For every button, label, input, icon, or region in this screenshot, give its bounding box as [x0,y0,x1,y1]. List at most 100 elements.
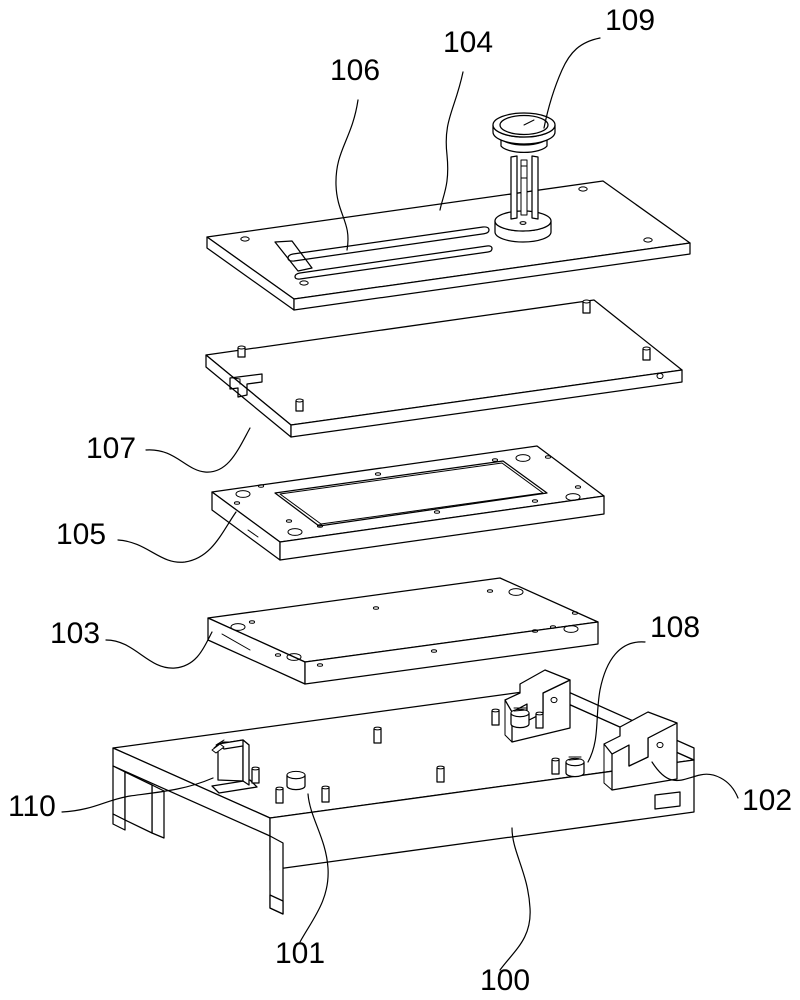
gauge-column-left [510,155,518,220]
base-front-left-foot [269,894,284,915]
top-plate-slot-inner-groove [294,245,493,280]
leader-109 [543,37,601,129]
clamp-head-detail [213,739,232,749]
top-plate-right-edge [293,242,691,311]
top-plate-slot-outline [287,226,490,262]
reference-numerals: 106 104 109 107 105 103 108 110 102 101 … [8,4,792,997]
leader-106 [335,99,359,251]
bracket-rear-hole [550,696,558,704]
dial-gauge [492,112,556,243]
frame-plate-cbore-ne [515,454,531,462]
base-pin-1-top [251,766,260,771]
third-plate-screw-4 [372,606,380,610]
gauge-dial-needle [523,119,535,126]
ref-numeral-100: 100 [480,964,530,997]
clamp-fixture [211,739,258,794]
leader-lines [61,37,739,971]
frame-plate-aperture-inner [279,462,544,525]
frame-plate-screw-8 [544,455,552,459]
frame-plate-cbore-se [565,493,581,501]
clamp-body-side [242,739,250,786]
ref-numeral-102: 102 [742,784,792,817]
third-plate-cbore-sw [286,653,302,661]
base-pin-6-top [491,708,500,713]
ref-numeral-108: 108 [650,611,700,644]
second-plate-peg-1-top [237,345,246,350]
third-plate-screw-2 [274,653,282,657]
second-plate-assembly [205,299,683,438]
leader-101 [299,793,329,943]
base-left-foot [112,813,126,831]
second-plate-right-edge [290,369,683,438]
locating-pin-right-detail [568,756,582,761]
top-plate-hole-sw [299,280,309,286]
frame-plate-assembly [211,445,605,561]
gauge-base-centre-hole [519,221,527,225]
base-pin-7-top [535,711,544,716]
leader-103 [105,631,213,669]
base-left-leg-outer [112,765,126,821]
third-plate-screw-7 [531,629,539,633]
clamp-lever [211,743,225,754]
ref-numeral-103: 103 [50,617,100,650]
base-bosses [286,707,585,791]
second-plate-peg-4-top [642,346,651,351]
bracket-right-hole [656,741,664,749]
leader-104 [439,71,464,211]
top-plate-slot-left-rail [274,240,313,272]
frame-plate-screw-1 [257,484,265,488]
second-plate-edge-notch [229,373,263,398]
frame-plate-screw-9 [531,499,539,503]
leader-110 [61,777,214,813]
third-plate-screw-1 [248,620,256,624]
base-locating-pins [251,708,560,804]
base-pin-5-top [436,765,445,770]
frame-plate-screw-4 [316,524,324,528]
gauge-measuring-stem [520,159,528,216]
ref-numeral-109: 109 [605,4,655,37]
boss-pin-top [286,770,306,780]
third-plate-edge-mark [221,633,251,651]
base-pin-8-top [551,757,560,762]
top-plate-assembly [206,112,691,311]
third-plate-screw-6 [486,589,494,593]
ref-numeral-105: 105 [56,518,106,551]
third-plate-screw-3 [316,663,324,667]
base-right-foot [654,791,681,810]
frame-plate-cbore-sw [287,528,303,536]
third-plate-cbore-ne [508,588,524,596]
boss-rear-left-detail [513,707,527,712]
top-plate-hole-ne [578,186,588,192]
second-plate-peg-2-top [295,398,304,403]
second-plate-peg-3-top [582,299,591,304]
frame-plate-aperture [274,460,548,527]
third-plate-cbore-se [563,625,579,633]
third-plate-screw-8 [549,625,557,629]
ref-numeral-101: 101 [275,937,325,970]
ref-numeral-104: 104 [443,26,493,59]
ref-numeral-106: 106 [330,54,380,87]
base-pin-4-top [373,726,382,731]
leader-102 [651,761,739,799]
top-plate-hole-se [643,237,653,243]
frame-plate-screw-2 [233,501,241,505]
leader-100 [499,827,531,971]
third-plate-screw-9 [571,611,579,615]
second-plate-side-hole [656,372,664,380]
top-plate-hole-nw [240,236,250,242]
second-plate-notch-detail [232,377,241,385]
leader-105 [117,511,237,563]
bracket-rear-edge [504,699,513,743]
frame-plate-cbore-nw [235,490,251,498]
frame-plate-screw-6 [433,510,441,514]
gauge-column-right [531,155,539,220]
third-plate-assembly [207,577,599,685]
frame-plate-screw-5 [374,472,382,476]
gauge-stem-detail [520,165,528,179]
frame-plate-screw-7 [491,458,499,462]
frame-plate-edge-mark [247,529,259,538]
third-plate-cbore-nw [230,623,246,631]
ref-numeral-107: 107 [86,432,136,465]
